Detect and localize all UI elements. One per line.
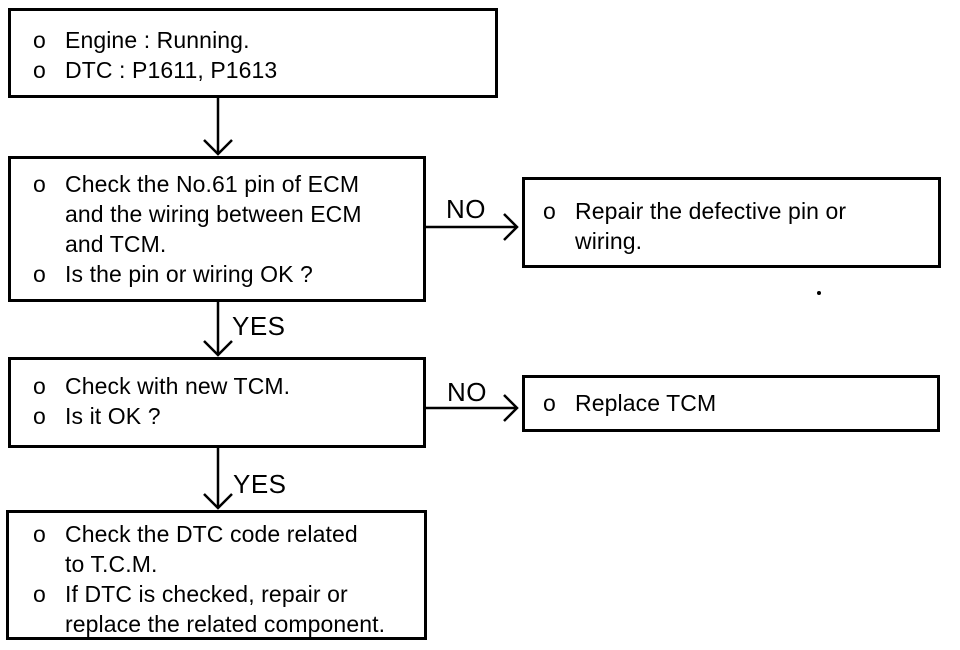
- line-text: Engine : Running.: [65, 27, 250, 53]
- node-check-pin: o Check the No.61 pin of ECM and the wir…: [8, 156, 426, 302]
- line-text: Check with new TCM.: [65, 373, 291, 399]
- bullet-line: o Check the No.61 pin of ECM: [33, 169, 419, 199]
- right-arrow-no-replace: [426, 394, 519, 422]
- bullet-line: o Engine : Running.: [33, 25, 489, 55]
- bullet-line: replace the related component.: [33, 609, 420, 639]
- bullet: o: [543, 390, 556, 416]
- right-arrow-no-repair: [426, 213, 519, 241]
- line-text: and TCM.: [65, 231, 167, 257]
- line-text: Check the DTC code related: [65, 521, 358, 547]
- node-start: o Engine : Running. o DTC : P1611, P1613: [8, 8, 498, 98]
- line-text: Replace TCM: [575, 390, 717, 416]
- bullet-line: wiring.: [543, 226, 934, 256]
- bullet-line: o Check with new TCM.: [33, 371, 419, 401]
- bullet-line: o Is it OK ?: [33, 401, 419, 431]
- node-check-new-tcm: o Check with new TCM. o Is it OK ?: [8, 357, 426, 448]
- bullet-line: o Repair the defective pin or: [543, 196, 934, 226]
- label-no-1: NO: [446, 194, 486, 224]
- bullet-line: and the wiring between ECM: [33, 199, 419, 229]
- bullet-line: and TCM.: [33, 229, 419, 259]
- line-text: and the wiring between ECM: [65, 201, 362, 227]
- node-check-dtc: o Check the DTC code related to T.C.M. o…: [6, 510, 427, 640]
- line-text: If DTC is checked, repair or: [65, 581, 348, 607]
- bullet: o: [33, 261, 46, 287]
- label-yes-2: YES: [233, 469, 287, 499]
- bullet: o: [543, 198, 556, 224]
- bullet: o: [33, 373, 46, 399]
- scan-speck: [817, 291, 821, 295]
- line-text: Is it OK ?: [65, 403, 161, 429]
- line-text: wiring.: [575, 228, 643, 254]
- bullet: o: [33, 57, 46, 83]
- down-arrow-yes-checkdtc: [203, 448, 233, 510]
- bullet-line: o Replace TCM: [543, 388, 933, 418]
- line-text: to T.C.M.: [65, 551, 158, 577]
- label-yes-1: YES: [232, 311, 286, 341]
- bullet: o: [33, 171, 46, 197]
- down-arrow-start-to-checkpin: [203, 97, 233, 156]
- line-text: Is the pin or wiring OK ?: [65, 261, 313, 287]
- node-repair-pin: o Repair the defective pin or wiring.: [522, 177, 941, 268]
- down-arrow-yes-checknewtcm: [203, 302, 233, 357]
- bullet-line: o Is the pin or wiring OK ?: [33, 259, 419, 289]
- line-text: replace the related component.: [65, 611, 386, 637]
- bullet-line: o If DTC is checked, repair or: [33, 579, 420, 609]
- bullet: o: [33, 521, 46, 547]
- bullet-line: o Check the DTC code related: [33, 519, 420, 549]
- node-replace-tcm: o Replace TCM: [522, 375, 940, 432]
- bullet: o: [33, 581, 46, 607]
- bullet: o: [33, 27, 46, 53]
- bullet: o: [33, 403, 46, 429]
- bullet-line: o DTC : P1611, P1613: [33, 55, 489, 85]
- line-text: Repair the defective pin or: [575, 198, 847, 224]
- line-text: DTC : P1611, P1613: [65, 57, 278, 83]
- label-no-2: NO: [447, 377, 487, 407]
- line-text: Check the No.61 pin of ECM: [65, 171, 360, 197]
- bullet-line: to T.C.M.: [33, 549, 420, 579]
